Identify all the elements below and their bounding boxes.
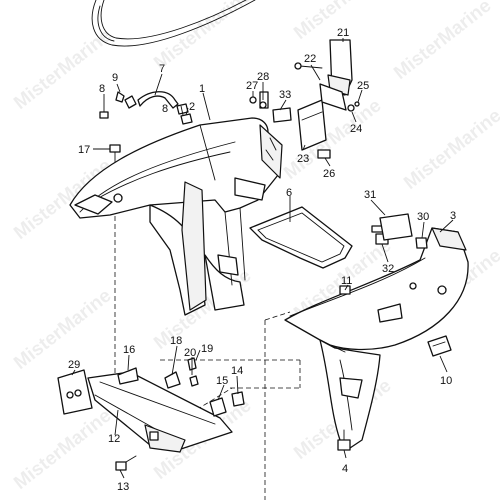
callout-21: 21 [337,27,349,39]
svg-text:MisterMarine: MisterMarine [150,0,255,74]
callout-24: 24 [350,123,362,135]
svg-text:MisterMarine: MisterMarine [10,285,115,374]
callout-26: 26 [323,168,335,180]
callout-9: 9 [112,72,118,84]
callout-3: 3 [450,210,456,222]
callout-1: 1 [199,83,205,95]
callout-7: 7 [159,63,165,75]
callout-12: 12 [108,433,120,445]
callout-6: 6 [286,187,292,199]
callout-19: 19 [201,343,213,355]
callout-16: 16 [123,344,135,356]
lower-bracket [57,357,245,453]
callout-labels: 1 2 3 4 6 7 8 8 9 10 11 12 13 14 15 16 1… [68,27,456,493]
callout-11: 11 [341,275,352,287]
svg-text:MisterMarine: MisterMarine [390,0,495,84]
callout-17: 17 [78,144,90,156]
hose-assembly [99,91,193,125]
callout-29: 29 [68,359,80,371]
callout-23: 23 [297,153,309,165]
callout-10: 10 [440,375,452,387]
callout-27: 27 [246,80,258,92]
callout-28: 28 [257,71,269,83]
svg-text:MisterMarine: MisterMarine [400,105,500,194]
callout-31: 31 [364,189,376,201]
hardware [109,144,428,471]
upper-side-cover [69,117,283,316]
callout-2: 2 [189,101,195,113]
callout-14: 14 [231,365,243,377]
svg-text:MisterMarine: MisterMarine [10,405,115,494]
callout-15: 15 [216,375,228,387]
callout-32: 32 [382,263,394,275]
callout-8b: 8 [162,103,168,115]
upper-bracket [249,39,360,159]
callout-4: 4 [342,463,348,475]
callout-33: 33 [279,89,291,101]
leader-lines [71,38,454,479]
callout-30: 30 [417,211,429,223]
callout-13: 13 [117,481,129,493]
grommet-10 [427,335,452,357]
callout-22: 22 [304,53,316,65]
gasket [249,206,353,269]
lower-side-cover [284,227,469,449]
seal-belt [91,0,256,47]
callout-20: 20 [184,347,196,359]
callout-18: 18 [170,335,182,347]
callout-25: 25 [357,80,369,92]
callout-8a: 8 [99,83,105,95]
